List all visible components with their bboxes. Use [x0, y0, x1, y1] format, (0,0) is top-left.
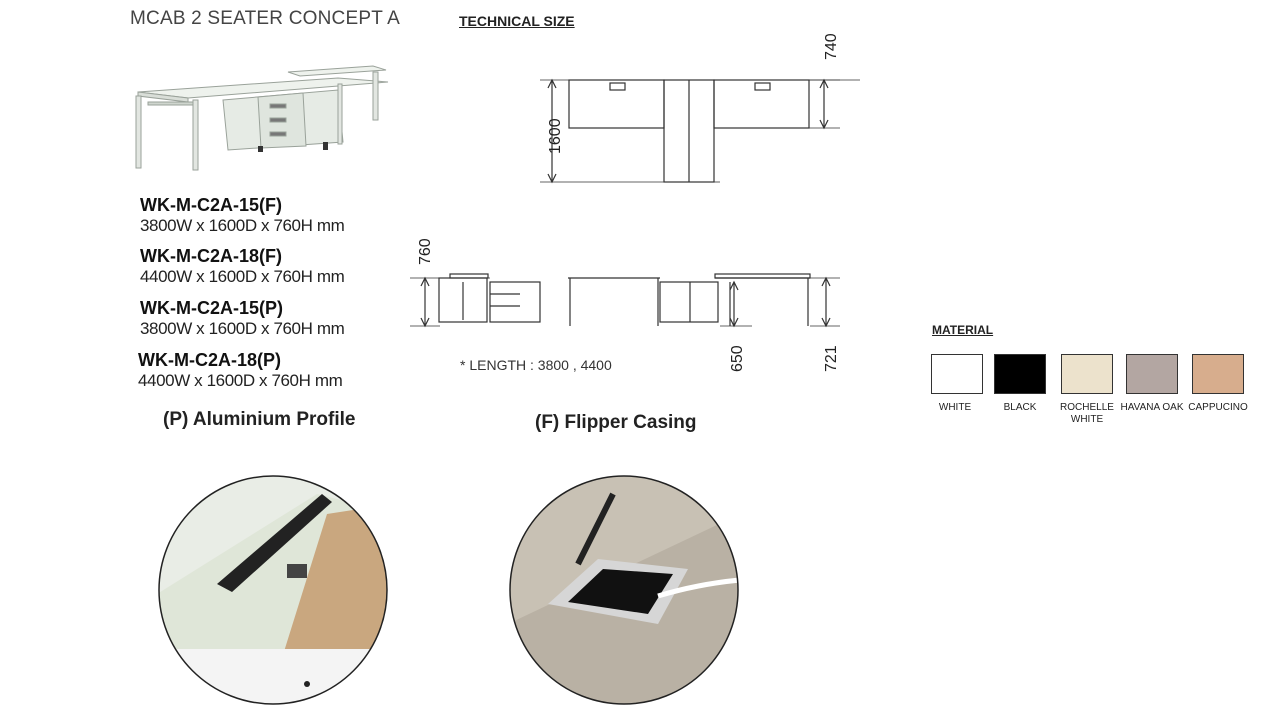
swatch-rochelle-white	[1061, 354, 1113, 394]
swatch-black	[994, 354, 1046, 394]
flipper-casing-detail-image	[509, 475, 739, 705]
product-dimensions: 3800W x 1600D x 760H mm	[140, 216, 345, 235]
swatch-label: ROCHELLE WHITE	[1060, 402, 1114, 425]
swatch-havana-oak	[1126, 354, 1178, 394]
product-dimensions: 4400W x 1600D x 760H mm	[140, 267, 345, 286]
dim-right-height: 721	[823, 345, 840, 372]
dim-under-height: 650	[729, 345, 746, 372]
product-code: WK-M-C2A-18(F)	[140, 246, 282, 266]
technical-drawing: 740 1600 760 650 721	[410, 33, 860, 372]
swatch-label: CAPPUCINO	[1188, 402, 1248, 413]
product-entry: WK-M-C2A-15(P) 3800W x 1600D x 760H mm	[140, 298, 440, 339]
aluminium-profile-detail-image	[158, 475, 388, 705]
product-dimensions: 4400W x 1600D x 760H mm	[138, 371, 343, 390]
product-dimensions: 3800W x 1600D x 760H mm	[140, 319, 345, 338]
swatch-label: HAVANA OAK	[1120, 402, 1184, 413]
product-code: WK-M-C2A-15(P)	[140, 298, 283, 318]
length-note: * LENGTH : 3800 , 4400	[460, 357, 612, 373]
caption-flipper-casing: (F) Flipper Casing	[535, 412, 697, 433]
swatch-white	[931, 354, 983, 394]
material-heading: MATERIAL	[932, 323, 994, 337]
dim-side-height: 760	[417, 238, 434, 265]
page-title: MCAB 2 SEATER CONCEPT A	[130, 8, 400, 29]
swatch-label: WHITE	[938, 402, 972, 413]
product-entry: WK-M-C2A-18(F) 4400W x 1600D x 760H mm	[140, 246, 440, 287]
product-entry: WK-M-C2A-18(P) 4400W x 1600D x 760H mm	[138, 350, 438, 391]
swatch-label: BLACK	[1003, 402, 1037, 413]
dim-top-height: 740	[823, 33, 840, 60]
product-code: WK-M-C2A-18(P)	[138, 350, 281, 370]
swatch-cappucino	[1192, 354, 1244, 394]
product-entry: WK-M-C2A-15(F) 3800W x 1600D x 760H mm	[140, 195, 440, 236]
desk-product-image	[135, 65, 389, 171]
technical-size-heading: TECHNICAL SIZE	[459, 13, 575, 29]
product-code: WK-M-C2A-15(F)	[140, 195, 282, 215]
caption-aluminium-profile: (P) Aluminium Profile	[163, 409, 356, 430]
dim-depth: 1600	[547, 118, 564, 154]
